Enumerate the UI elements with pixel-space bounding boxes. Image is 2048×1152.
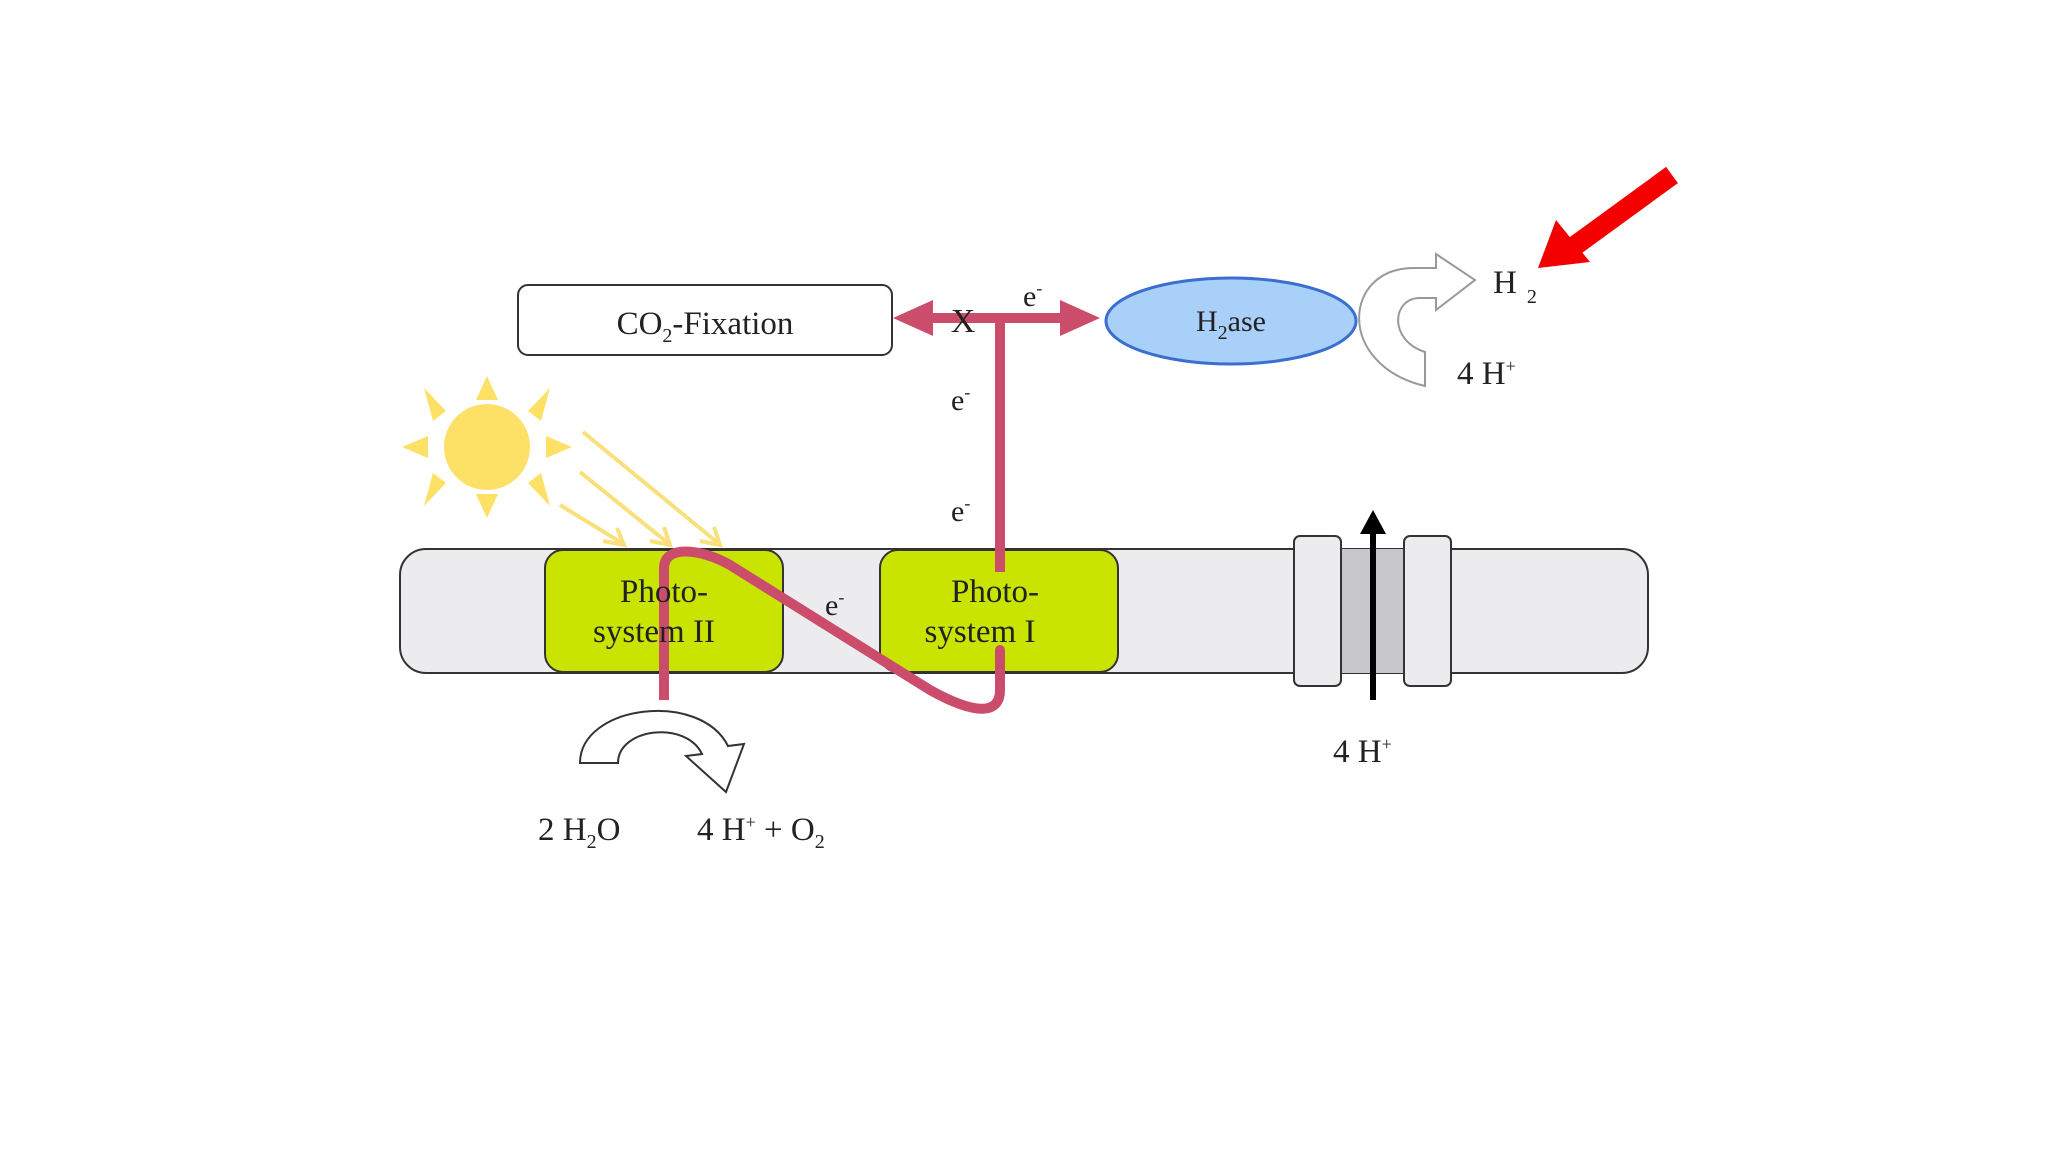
sun-ray-top-right <box>528 388 550 421</box>
proton-channel <box>1293 510 1452 700</box>
channel-left-wall <box>1293 535 1342 687</box>
co2-fixation-label: CO2-Fixation <box>617 306 794 347</box>
electron-transport-path <box>659 300 1100 714</box>
blocked-x-mark: X <box>951 303 976 340</box>
red-arrow-icon <box>1538 166 1678 268</box>
sun-ray-right <box>546 436 572 458</box>
electron-label-lower: e- <box>951 493 970 528</box>
photosystem-2-label-line2: system II <box>593 614 715 650</box>
sun-icon <box>402 376 572 518</box>
red-arrow-head <box>1538 220 1590 268</box>
light-ray-head-2 <box>649 526 673 548</box>
light-ray-3 <box>558 503 624 545</box>
water-products-label: 4 H+ + O2 <box>697 812 825 853</box>
hydrogenase-label: H2ase <box>1196 305 1266 344</box>
protons-top-label: 4 H+ <box>1457 356 1516 392</box>
sun-disk <box>444 404 530 490</box>
sun-ray-top-left <box>424 388 446 421</box>
electron-curve <box>659 546 1005 714</box>
electron-label-upper: e- <box>951 382 970 417</box>
water-label: 2 H2O <box>538 812 620 853</box>
co2-fixation-box <box>517 284 893 356</box>
h2-production-arrow <box>1358 252 1477 388</box>
channel-right-wall <box>1403 535 1452 687</box>
sun-ray-bottom-left <box>424 473 446 506</box>
light-rays <box>558 430 723 548</box>
light-ray-head-3 <box>602 527 628 548</box>
light-ray-head-1 <box>699 526 723 548</box>
electron-label-branch: e- <box>1023 278 1042 313</box>
photosystem-2-label-line1: Photo- <box>620 574 708 610</box>
photosystem-1-label-line1: Photo- <box>951 574 1039 610</box>
protons-channel-label: 4 H+ <box>1333 734 1392 770</box>
sun-ray-bottom-right <box>528 473 550 506</box>
electron-label-membrane: e- <box>825 587 844 622</box>
sun-ray-left <box>402 436 428 458</box>
light-ray-2 <box>578 470 670 545</box>
arrow-to-hydrogenase <box>1060 300 1100 336</box>
hydrogenase-ellipse <box>1104 276 1358 366</box>
proton-arrow-head <box>1360 510 1386 534</box>
sun-ray-bottom <box>476 494 498 518</box>
arrow-to-co2-fixation <box>893 300 933 336</box>
red-arrow-shaft <box>1559 166 1678 262</box>
photosystem-1-label-line2: system I <box>925 614 1036 650</box>
water-splitting-arrow <box>578 709 746 794</box>
sun-ray-top <box>476 376 498 400</box>
light-ray-1 <box>581 430 720 545</box>
